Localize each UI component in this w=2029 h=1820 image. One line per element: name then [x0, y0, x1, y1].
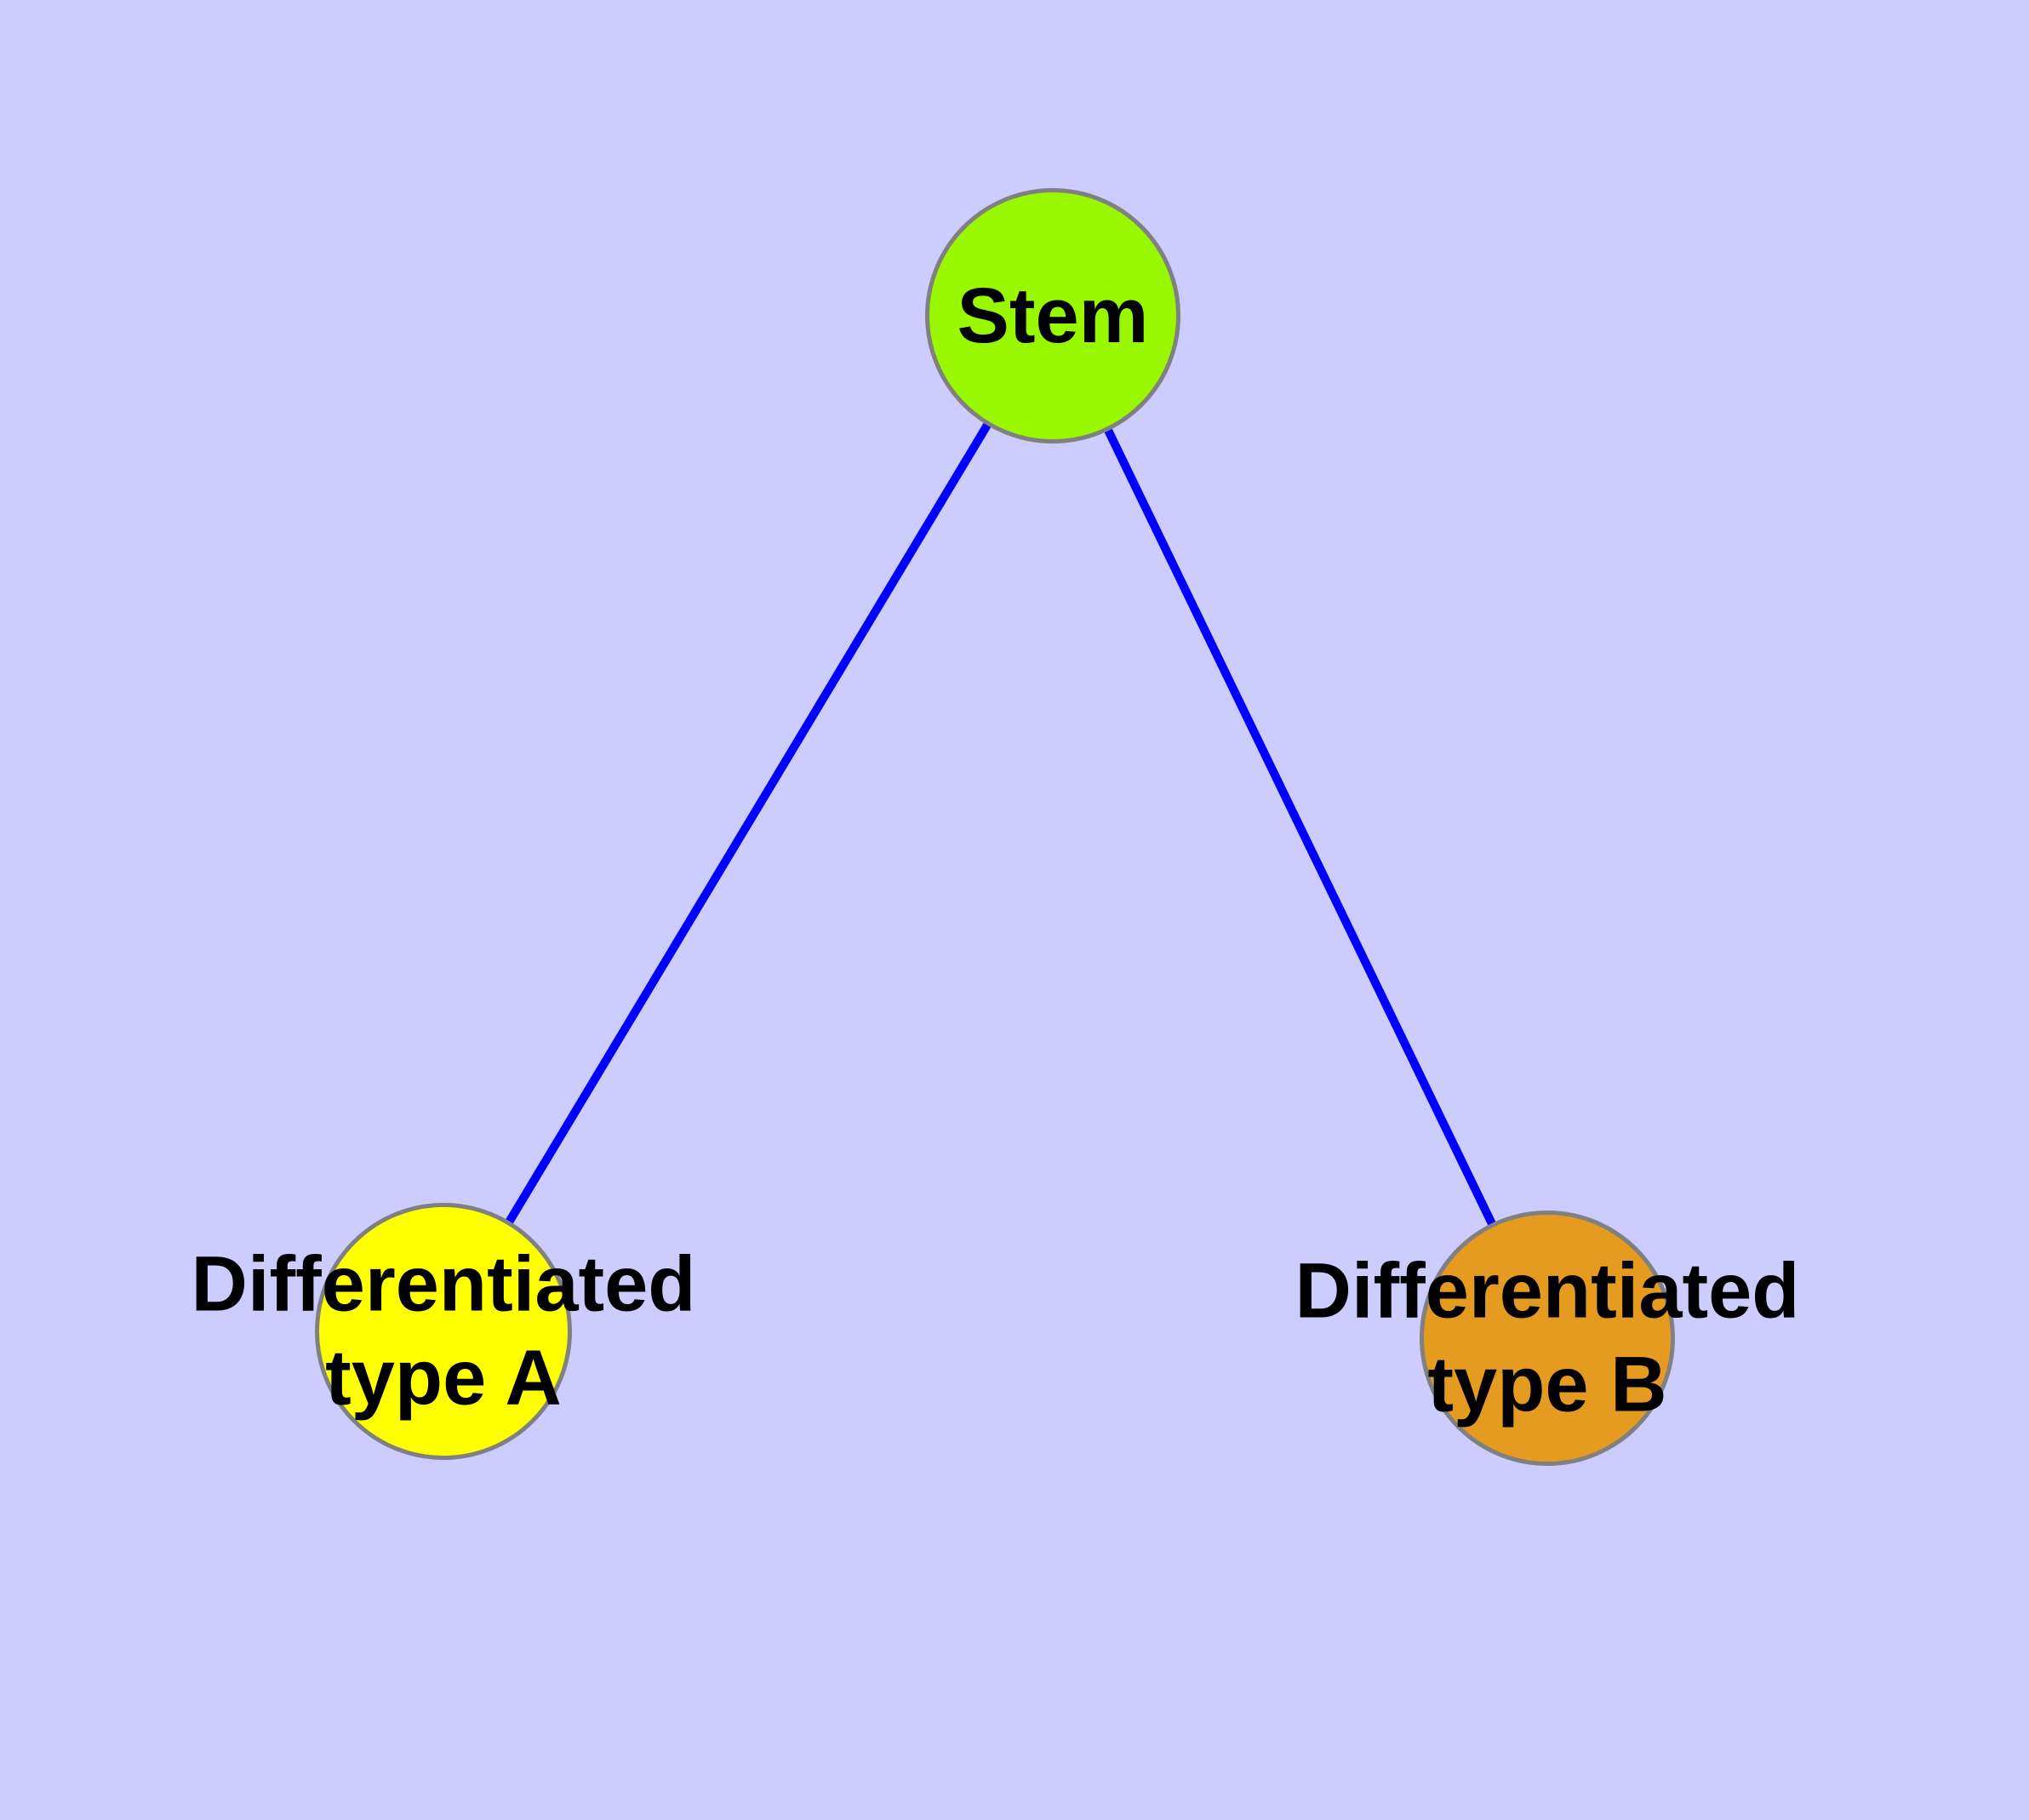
node-differentiated-type-b: [1420, 1210, 1675, 1466]
node-stem: [925, 188, 1180, 444]
edge-stem-to-differentiated-type-a: [439, 313, 1057, 1334]
edge-stem-to-differentiated-type-b: [1049, 313, 1552, 1341]
node-differentiated-type-a: [315, 1203, 572, 1460]
